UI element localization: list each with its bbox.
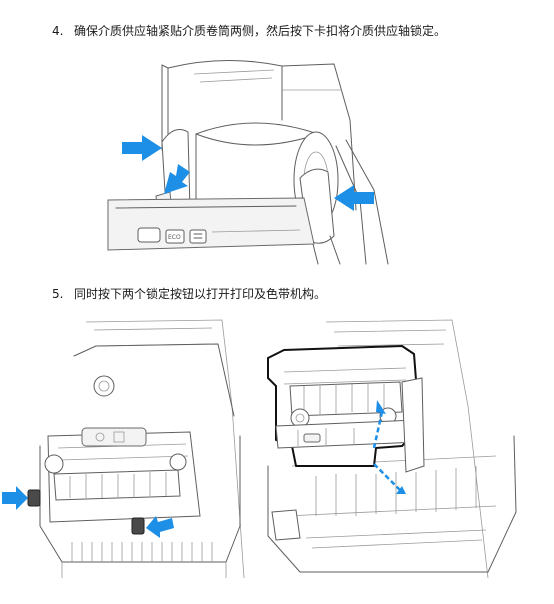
step-4-number: 4.: [52, 24, 64, 38]
step-4-text: 确保介质供应轴紧贴介质卷筒两侧，然后按下卡扣将介质供应轴锁定。: [74, 24, 447, 38]
arrow-left-lock-icon: [2, 486, 28, 510]
arrow-right-guide-icon: [334, 185, 374, 211]
eco-button-label: ECO: [168, 234, 181, 241]
step-5-text: 同时按下两个锁定按钮以打开打印及色带机构。: [74, 287, 327, 301]
left-lock-button[interactable]: [27, 489, 41, 507]
step-5-instruction: 5. 同时按下两个锁定按钮以打开打印及色带机构。: [52, 286, 326, 302]
step-4-instruction: 4. 确保介质供应轴紧贴介质卷筒两侧，然后按下卡扣将介质供应轴锁定。: [52, 23, 446, 39]
arrow-right-lock-icon: [146, 516, 174, 538]
arrow-down-lock-icon: [164, 164, 190, 194]
arrow-lift-mechanism-icon: [372, 400, 406, 494]
figure-mechanism-opened: [267, 319, 517, 579]
step-5-number: 5.: [52, 287, 64, 301]
right-lock-button[interactable]: [131, 517, 145, 535]
figure-media-supply-shaft: ECO: [107, 59, 389, 265]
figure-press-lock-buttons: [2, 319, 245, 579]
arrow-left-guide-icon: [122, 135, 162, 161]
